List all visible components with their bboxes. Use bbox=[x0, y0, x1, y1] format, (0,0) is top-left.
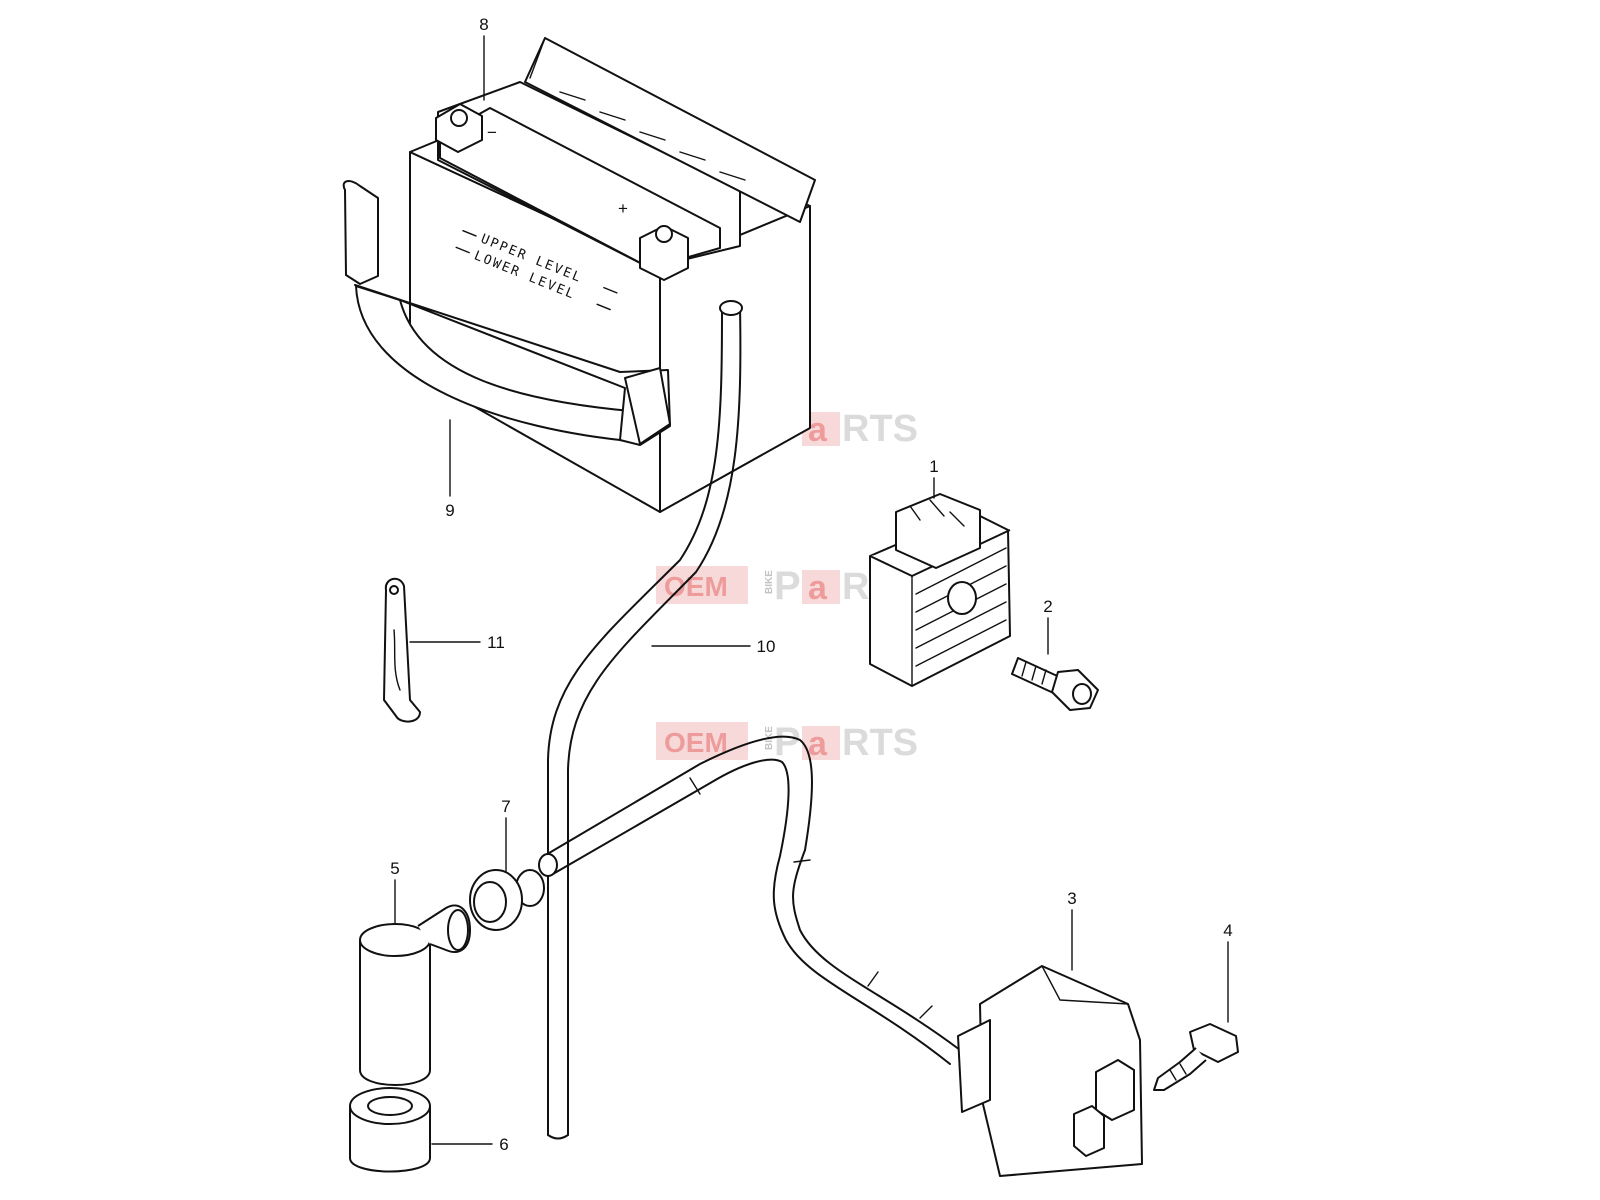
callout-3: 3 bbox=[1067, 889, 1077, 971]
svg-text:2: 2 bbox=[1043, 597, 1052, 616]
callout-11: 11 bbox=[409, 633, 505, 652]
callout-7: 7 bbox=[501, 797, 511, 873]
screw[interactable] bbox=[1153, 1023, 1239, 1091]
svg-text:a: a bbox=[808, 725, 828, 763]
callout-4: 4 bbox=[1223, 921, 1233, 1023]
svg-text:6: 6 bbox=[499, 1135, 508, 1154]
callout-1: 1 bbox=[929, 457, 939, 499]
svg-text:1: 1 bbox=[929, 457, 938, 476]
high-tension-wire bbox=[538, 735, 961, 1065]
svg-text:4: 4 bbox=[1223, 921, 1232, 940]
callout-9: 9 bbox=[445, 419, 455, 520]
svg-text:5: 5 bbox=[390, 859, 399, 878]
ignition-coil[interactable] bbox=[957, 965, 1143, 1177]
callout-6: 6 bbox=[431, 1135, 509, 1154]
breather-hose[interactable] bbox=[547, 300, 743, 1140]
svg-text:P: P bbox=[774, 564, 801, 608]
svg-text:3: 3 bbox=[1067, 889, 1076, 908]
regulator-rectifier[interactable] bbox=[869, 493, 1011, 687]
svg-text:8: 8 bbox=[479, 15, 488, 34]
svg-text:a: a bbox=[808, 569, 828, 607]
battery[interactable]: − + UPPER LEVEL LOWER LEVEL bbox=[409, 37, 816, 513]
svg-text:OEM: OEM bbox=[664, 727, 728, 758]
cap-cover[interactable] bbox=[349, 1087, 431, 1173]
positive-terminal-mark: + bbox=[618, 199, 628, 218]
svg-text:10: 10 bbox=[757, 637, 776, 656]
svg-text:9: 9 bbox=[445, 501, 454, 520]
callout-8: 8 bbox=[479, 15, 489, 101]
battery-band[interactable] bbox=[342, 180, 671, 446]
svg-text:OEM: OEM bbox=[664, 571, 728, 602]
bolt[interactable] bbox=[1011, 657, 1099, 711]
callout-10: 10 bbox=[651, 637, 776, 656]
svg-text:7: 7 bbox=[501, 797, 510, 816]
spark-plug-cap[interactable] bbox=[359, 904, 471, 1086]
clamp[interactable] bbox=[383, 577, 421, 723]
svg-text:P: P bbox=[774, 720, 801, 764]
svg-text:RTS: RTS bbox=[842, 408, 918, 450]
grommet[interactable] bbox=[469, 869, 545, 931]
watermark-3: OEM BIKE P a RTS bbox=[656, 720, 918, 764]
callout-5: 5 bbox=[390, 859, 400, 925]
svg-text:RTS: RTS bbox=[842, 722, 918, 764]
negative-terminal-mark: − bbox=[487, 123, 497, 142]
svg-text:a: a bbox=[808, 411, 828, 449]
callout-2: 2 bbox=[1043, 597, 1053, 655]
svg-text:11: 11 bbox=[487, 633, 505, 652]
svg-text:BIKE: BIKE bbox=[764, 570, 775, 594]
